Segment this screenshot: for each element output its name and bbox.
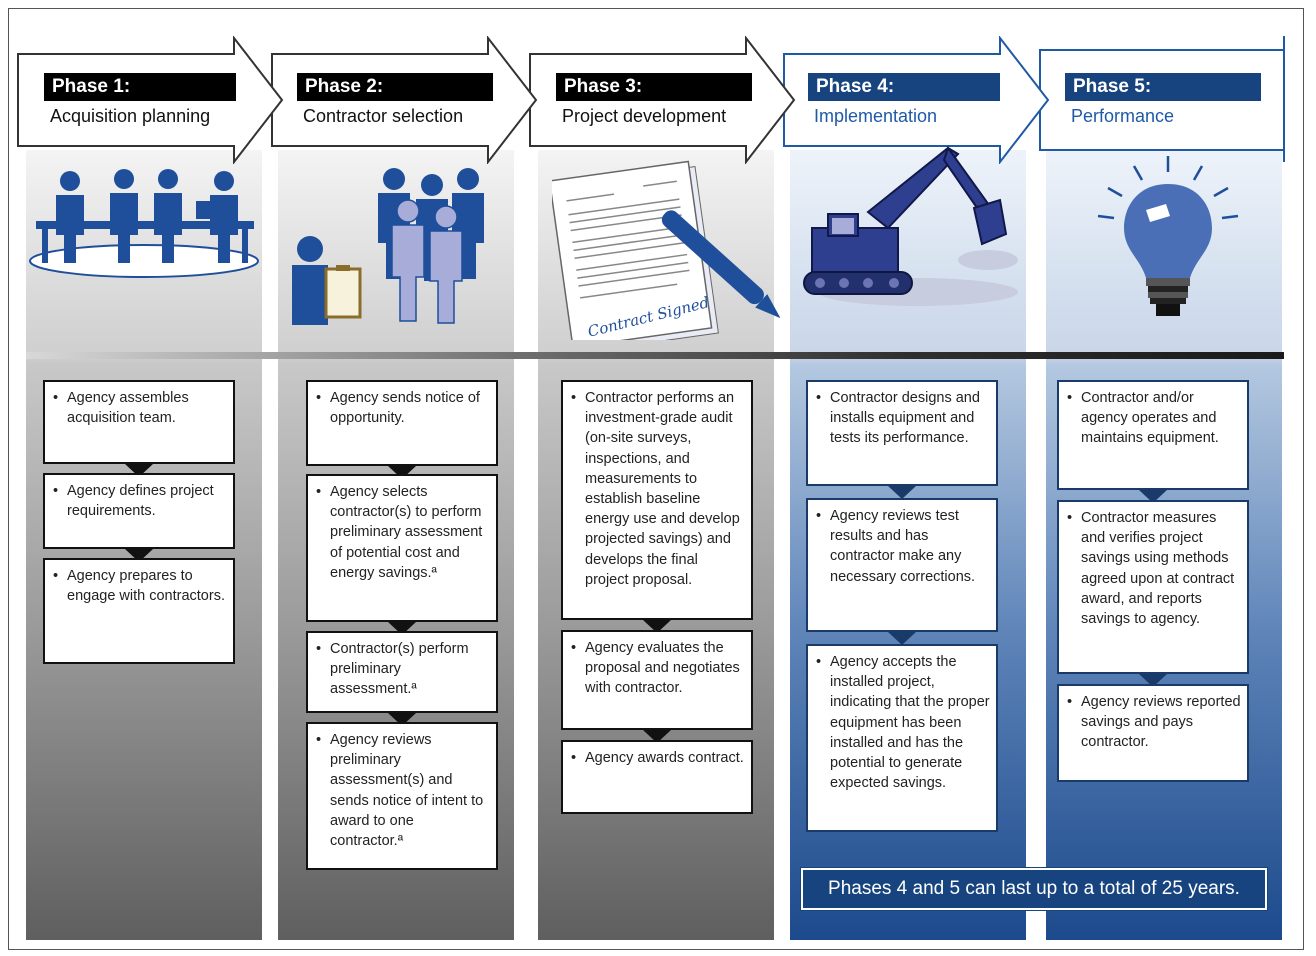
- phase2-step-1: •Agency sends notice of opportunity.: [306, 380, 498, 466]
- phase1-step-2: •Agency defines project requirements.: [43, 473, 235, 549]
- phase1-step-3: •Agency prepares to engage with contract…: [43, 558, 235, 664]
- phase2-step-4: •Agency reviews preliminary assessment(s…: [306, 722, 498, 870]
- phase5-label: Phase 5:: [1065, 73, 1261, 101]
- phase5-step-3: •Agency reviews reported savings and pay…: [1057, 684, 1249, 782]
- phase2-label: Phase 2:: [297, 73, 493, 101]
- phase1-step-1: •Agency assembles acquisition team.: [43, 380, 235, 464]
- phase2-step-2: •Agency selects contractor(s) to perform…: [306, 474, 498, 622]
- phase3-step-2: •Agency evaluates the proposal and negot…: [561, 630, 753, 730]
- section-divider: [26, 352, 1284, 359]
- phase1-label: Phase 1:: [44, 73, 236, 101]
- phase1-name: Acquisition planning: [50, 106, 211, 126]
- light-bulb-icon: [1097, 156, 1239, 316]
- phase4-label: Phase 4:: [808, 73, 1000, 101]
- excavator-icon: [803, 145, 1018, 306]
- phase4-name: Implementation: [814, 106, 938, 126]
- phase3-name: Project development: [562, 106, 727, 126]
- phase2-name: Contractor selection: [303, 106, 464, 126]
- signed-contract-icon: Contract Signed: [552, 160, 780, 340]
- phase2-step-3: •Contractor(s) perform preliminary asses…: [306, 631, 498, 713]
- phase3-step-1: •Contractor performs an investment-grade…: [561, 380, 753, 620]
- contractor-selection-icon: [292, 168, 484, 325]
- phase4-step-2: •Agency reviews test results and has con…: [806, 498, 998, 632]
- phase3-label: Phase 3:: [556, 73, 752, 101]
- meeting-table-icon: [29, 169, 259, 278]
- phase5-name: Performance: [1071, 106, 1175, 126]
- phase5-step-2: •Contractor measures and verifies projec…: [1057, 500, 1249, 674]
- phase3-step-3: •Agency awards contract.: [561, 740, 753, 814]
- duration-note: Phases 4 and 5 can last up to a total of…: [800, 867, 1268, 911]
- phase4-step-3: •Agency accepts the installed project, i…: [806, 644, 998, 832]
- phase4-step-1: •Contractor designs and installs equipme…: [806, 380, 998, 486]
- phase5-step-1: •Contractor and/or agency operates and m…: [1057, 380, 1249, 490]
